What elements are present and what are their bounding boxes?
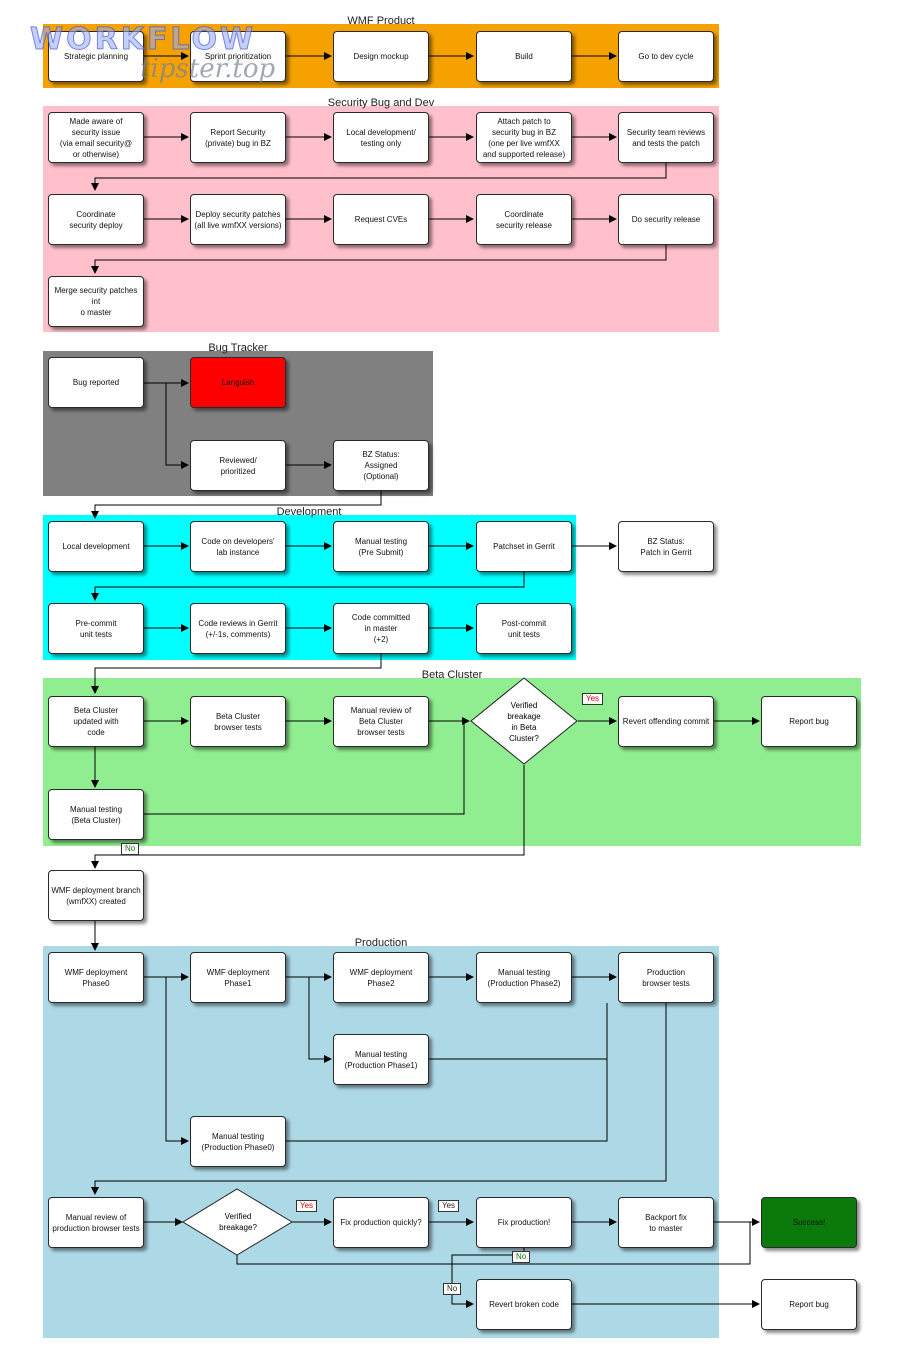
node-strategic-planning: Strategic planning	[48, 31, 144, 82]
node-build: Build	[476, 31, 572, 82]
node-code-committed: Code committed in master (+2)	[333, 603, 429, 654]
node-local-development: Local development	[48, 521, 144, 572]
node-precommit-tests: Pre-commit unit tests	[48, 603, 144, 654]
node-design-mockup: Design mockup	[333, 31, 429, 82]
node-code-on-lab: Code on developers' lab instance	[190, 521, 286, 572]
node-fix-production-quickly: Fix production quickly?	[333, 1197, 429, 1248]
node-coordinate-security-release: Coordinate security release	[476, 194, 572, 245]
node-merge-security-patches: Merge security patches int o master	[48, 276, 144, 327]
node-revert-broken: Revert broken code	[476, 1279, 572, 1330]
node-deploy-phase1: WMF deployment Phase1	[190, 952, 286, 1003]
node-bug-reported: Bug reported	[48, 357, 144, 408]
node-manual-testing-presubmit: Manual testing (Pre Submit)	[333, 521, 429, 572]
node-coordinate-security-deploy: Coordinate security deploy	[48, 194, 144, 245]
node-success: Success!	[761, 1197, 857, 1248]
decision-verified-breakage: Verified breakage?	[219, 1212, 257, 1232]
node-do-security-release: Do security release	[618, 194, 714, 245]
tag-fix-no: No	[512, 1251, 531, 1263]
node-wmf-branch-created: WMF deployment branch (wmfXX) created	[48, 870, 144, 921]
node-languish: Languish	[190, 357, 286, 408]
node-fix-production: Fix production!	[476, 1197, 572, 1248]
lane-production	[43, 946, 719, 1338]
lane-title-wmf-product: WMF Product	[347, 15, 415, 27]
node-code-reviews-gerrit: Code reviews in Gerrit (+/-1s, comments)	[190, 603, 286, 654]
tag-quickly-yes: Yes	[438, 1200, 460, 1212]
tag-beta-yes: Yes	[582, 693, 604, 705]
node-manual-review-beta: Manual review of Beta Cluster browser te…	[333, 696, 429, 747]
node-go-to-dev-cycle: Go to dev cycle	[618, 31, 714, 82]
node-production-browser-tests: Production browser tests	[618, 952, 714, 1003]
tag-beta-no: No	[121, 843, 140, 855]
node-manual-testing-phase0: Manual testing (Production Phase0)	[190, 1116, 286, 1167]
node-security-team-reviews: Security team reviews and tests the patc…	[618, 112, 714, 163]
node-bz-patch-gerrit: BZ Status: Patch in Gerrit	[618, 521, 714, 572]
node-backport-fix: Backport fix to master	[618, 1197, 714, 1248]
lane-title-beta-cluster: Beta Cluster	[421, 669, 483, 681]
node-manual-testing-phase2: Manual testing (Production Phase2)	[476, 952, 572, 1003]
node-report-bug-prod: Report bug	[761, 1279, 857, 1330]
node-manual-testing-phase1: Manual testing (Production Phase1)	[333, 1034, 429, 1085]
node-revert-offending: Revert offending commit	[618, 696, 714, 747]
node-beta-browser-tests: Beta Cluster browser tests	[190, 696, 286, 747]
node-manual-testing-beta: Manual testing (Beta Cluster)	[48, 789, 144, 840]
node-local-dev-testing: Local development/ testing only	[333, 112, 429, 163]
node-request-cves: Request CVEs	[333, 194, 429, 245]
node-report-bug-beta: Report bug	[761, 696, 857, 747]
tag-quickly-no: No	[443, 1283, 462, 1295]
node-attach-patch: Attach patch to security bug in BZ (one …	[476, 112, 572, 163]
node-deploy-security-patches: Deploy security patches (all live wmfXX …	[190, 194, 286, 245]
node-patchset-gerrit: Patchset in Gerrit	[476, 521, 572, 572]
node-deploy-phase2: WMF deployment Phase2	[333, 952, 429, 1003]
lane-title-production: Production	[354, 937, 408, 949]
node-made-aware: Made aware of security issue (via email …	[48, 112, 144, 163]
node-postcommit-tests: Post-commit unit tests	[476, 603, 572, 654]
lane-title-bug-tracker: Bug Tracker	[208, 342, 268, 354]
node-manual-review-production: Manual review of production browser test…	[48, 1197, 144, 1248]
node-reviewed-prioritized: Reviewed/ prioritized	[190, 440, 286, 491]
decision-beta-shape	[470, 677, 578, 765]
node-deploy-phase0: WMF deployment Phase0	[48, 952, 144, 1003]
node-beta-updated: Beta Cluster updated with code	[48, 696, 144, 747]
node-sprint-prioritization: Sprint prioritization	[190, 31, 286, 82]
node-bz-assigned: BZ Status: Assigned (Optional)	[333, 440, 429, 491]
lane-beta-cluster	[43, 678, 861, 846]
node-report-security: Report Security (private) bug in BZ	[190, 112, 286, 163]
decision-production-shape	[182, 1188, 293, 1256]
decision-verified-breakage-beta: Verified breakage in Beta Cluster?	[507, 701, 541, 743]
lane-title-development: Development	[276, 506, 342, 518]
tag-breakage-yes: Yes	[296, 1200, 318, 1212]
lane-title-security: Security Bug and Dev	[327, 97, 435, 109]
